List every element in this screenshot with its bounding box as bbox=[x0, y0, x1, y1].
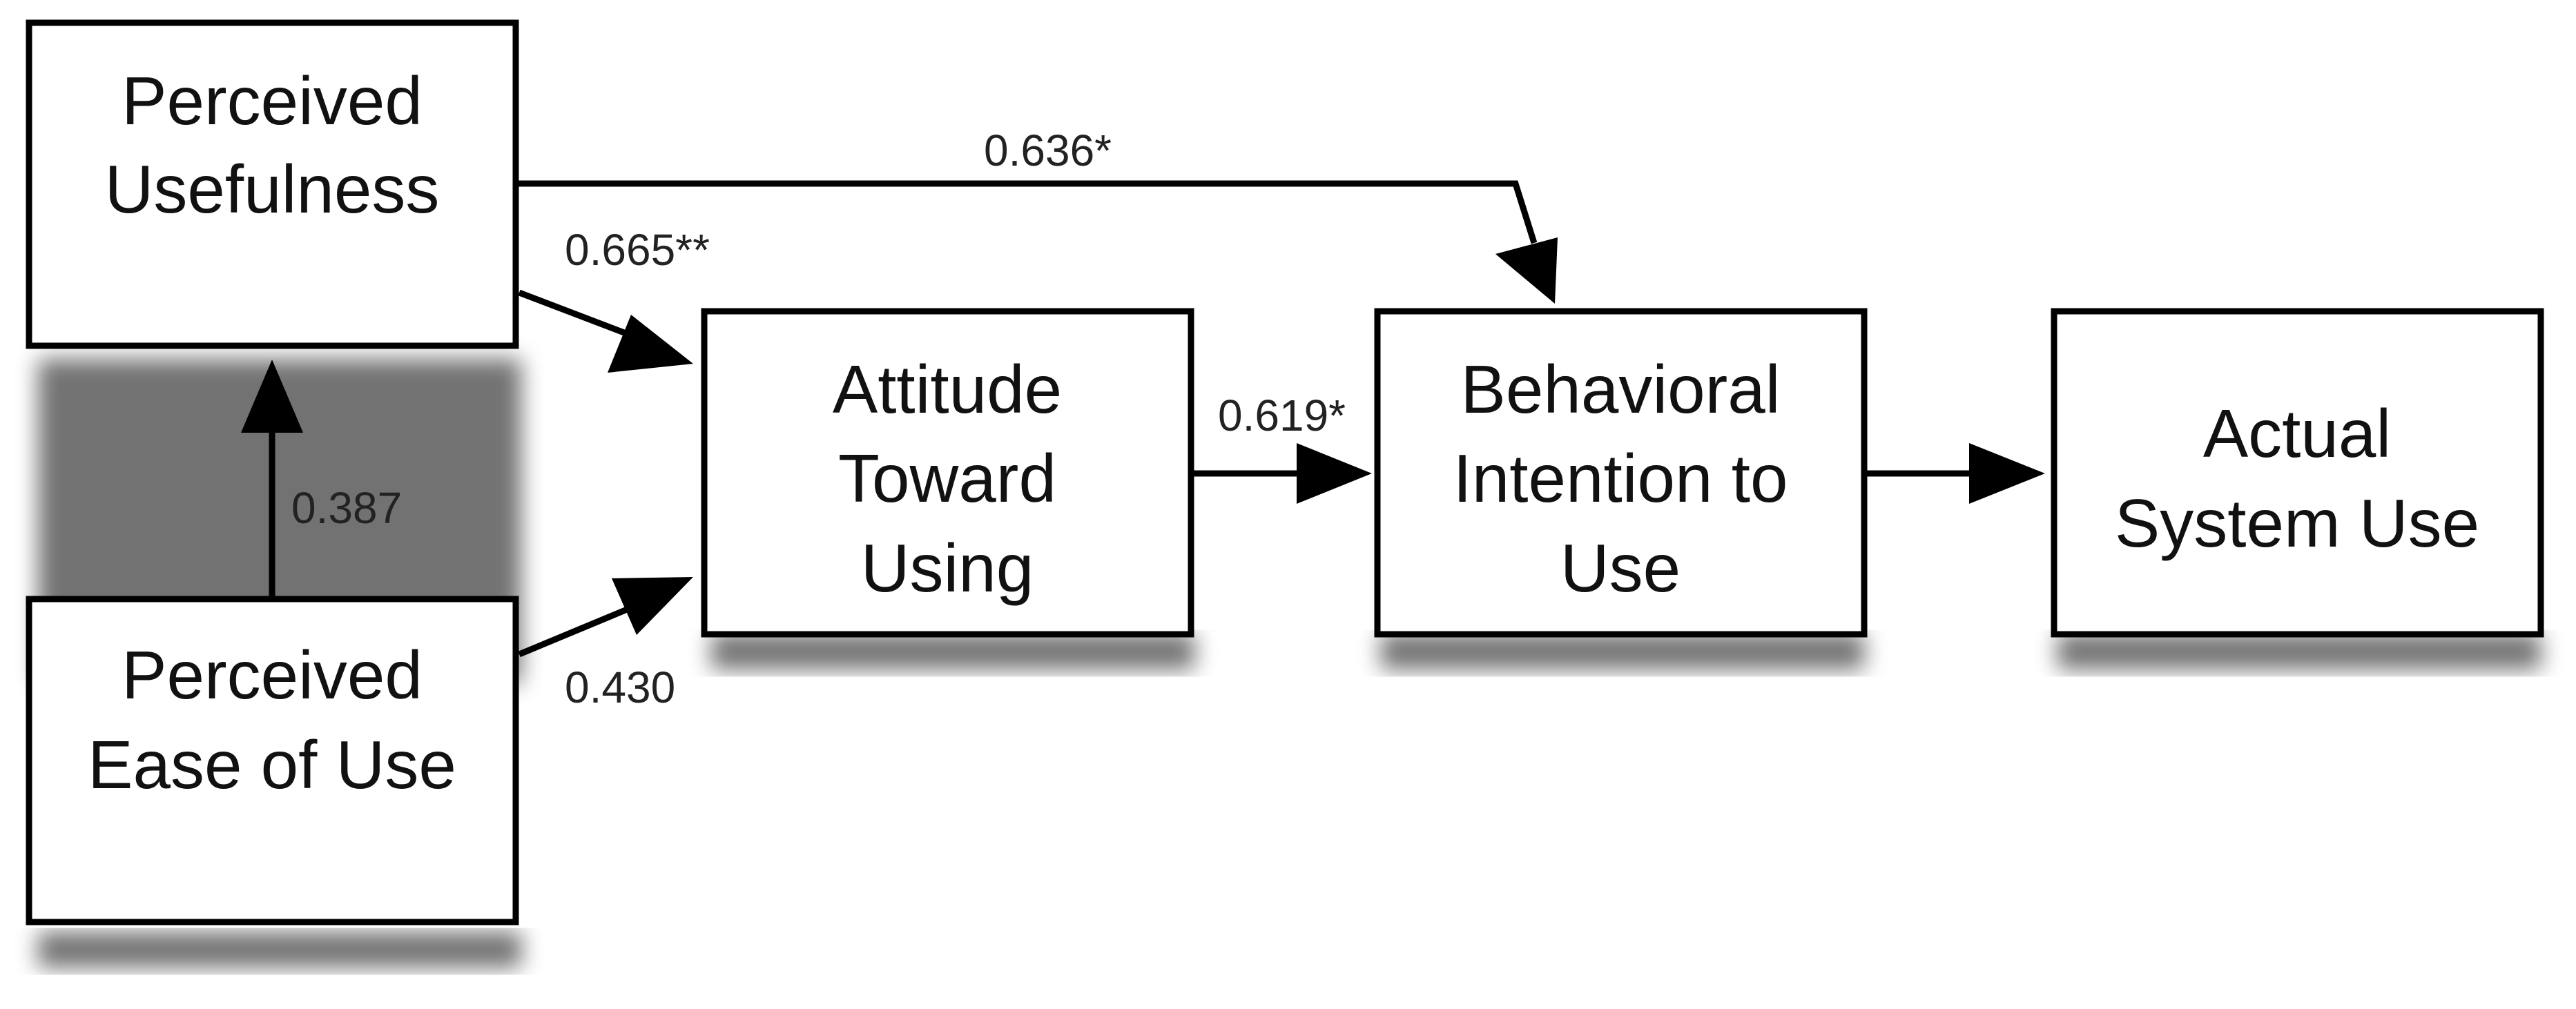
shadow-perceived-ease-of-use bbox=[38, 932, 521, 968]
behavioral-intention-line-3: Use bbox=[1560, 530, 1681, 606]
perceived-ease-of-use-line-2: Ease of Use bbox=[88, 727, 456, 803]
label-peou-to-attitude: 0.430 bbox=[565, 663, 675, 712]
node-behavioral-intention: Behavioral Intention to Use bbox=[1374, 308, 1868, 638]
attitude-line-2: Toward bbox=[838, 440, 1056, 516]
perceived-usefulness-line-1: Perceived bbox=[122, 63, 423, 139]
shadow-actual-system-use bbox=[2057, 634, 2541, 669]
attitude-line-1: Attitude bbox=[833, 351, 1062, 427]
attitude-line-3: Using bbox=[861, 530, 1034, 606]
behavioral-intention-line-2: Intention to bbox=[1453, 440, 1788, 516]
label-attitude-to-bi: 0.619* bbox=[1218, 391, 1346, 440]
shadow-attitude bbox=[711, 634, 1194, 669]
actual-system-use-line-1: Actual bbox=[2203, 395, 2391, 471]
label-pu-to-bi: 0.636* bbox=[984, 126, 1112, 175]
edge-bi-to-actual bbox=[1864, 443, 2045, 504]
edge-attitude-to-bi bbox=[1191, 443, 1372, 504]
label-pu-to-attitude: 0.665** bbox=[565, 225, 710, 275]
edge-pu-to-attitude bbox=[518, 289, 693, 373]
perceived-ease-of-use-line-1: Perceived bbox=[122, 637, 423, 713]
edge-peou-to-attitude bbox=[518, 577, 693, 658]
node-perceived-usefulness: Perceived Usefulness bbox=[26, 19, 519, 349]
actual-system-use-line-2: System Use bbox=[2115, 485, 2479, 561]
perceived-usefulness-line-2: Usefulness bbox=[105, 151, 440, 227]
edge-peou-to-pu bbox=[241, 360, 303, 599]
node-perceived-ease-of-use: Perceived Ease of Use bbox=[26, 596, 519, 925]
node-attitude-toward-using: Attitude Toward Using bbox=[701, 308, 1194, 638]
shadow-behavioral-intention bbox=[1381, 634, 1864, 669]
label-peou-to-pu: 0.387 bbox=[291, 483, 402, 533]
node-actual-system-use: Actual System Use bbox=[2051, 308, 2544, 638]
edge-pu-to-bi bbox=[516, 180, 1558, 304]
behavioral-intention-line-1: Behavioral bbox=[1460, 351, 1780, 427]
